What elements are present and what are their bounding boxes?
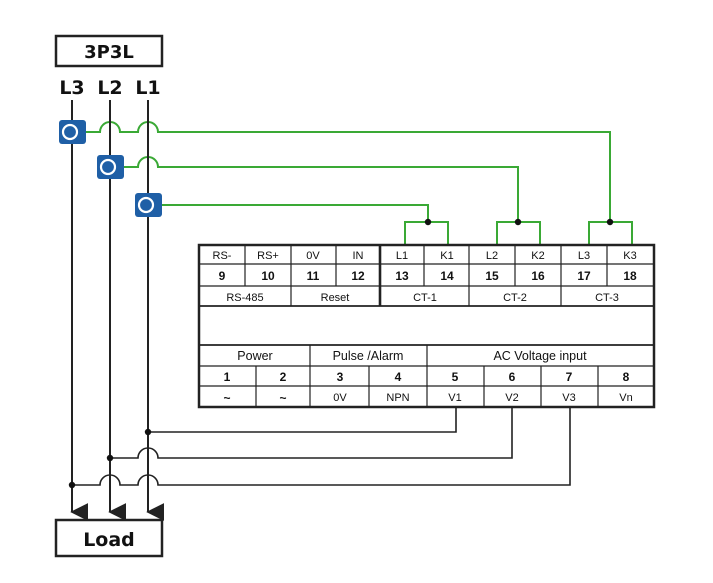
terminal-name-11: 0V <box>306 250 320 262</box>
ct-sensor-l3 <box>59 120 86 144</box>
ct-wiring <box>84 121 633 245</box>
terminal-number-7: 7 <box>566 370 573 384</box>
terminal-name-2: ~ <box>279 391 286 405</box>
terminal-number-3: 3 <box>337 370 344 384</box>
source-label: 3P3L <box>84 42 134 63</box>
group-label-ac-voltage: AC Voltage input <box>493 349 587 363</box>
load-label: Load <box>83 529 135 551</box>
terminal-name-13: L1 <box>396 250 408 262</box>
terminal-number-12: 12 <box>351 269 365 283</box>
terminal-name-8: Vn <box>619 392 632 404</box>
terminal-number-10: 10 <box>261 269 275 283</box>
group-label-ct1: CT-1 <box>413 292 437 304</box>
terminal-number-15: 15 <box>485 269 499 283</box>
group-label-ct2: CT-2 <box>503 292 527 304</box>
source-box: 3P3L <box>54 34 164 68</box>
terminal-name-1: ~ <box>223 391 230 405</box>
phase-label-l2: L2 <box>97 77 122 99</box>
terminal-number-5: 5 <box>452 370 459 384</box>
terminal-name-3: 0V <box>333 392 347 404</box>
terminal-number-16: 16 <box>531 269 545 283</box>
terminal-name-16: K2 <box>531 250 544 262</box>
terminal-block: RS- RS+ 0V IN L1 K1 L2 K2 L3 K3 9 10 11 … <box>197 243 656 409</box>
terminal-name-5: V1 <box>448 392 461 404</box>
terminal-number-13: 13 <box>395 269 409 283</box>
terminal-number-8: 8 <box>623 370 630 384</box>
terminal-name-15: L2 <box>486 250 498 262</box>
terminal-number-18: 18 <box>623 269 637 283</box>
terminal-number-17: 17 <box>577 269 591 283</box>
terminal-number-6: 6 <box>509 370 516 384</box>
terminal-name-12: IN <box>353 250 364 262</box>
terminal-name-17: L3 <box>578 250 590 262</box>
terminal-number-9: 9 <box>219 269 226 283</box>
terminal-number-11: 11 <box>307 269 320 283</box>
ct-junctions <box>424 218 614 226</box>
terminal-name-18: K3 <box>623 250 636 262</box>
group-label-ct3: CT-3 <box>595 292 619 304</box>
load-box: Load <box>54 518 164 558</box>
phase-label-l1: L1 <box>135 77 160 99</box>
phase-label-l3: L3 <box>59 77 84 99</box>
terminal-number-1: 1 <box>224 370 231 384</box>
terminal-name-7: V3 <box>562 392 575 404</box>
group-label-power: Power <box>237 349 272 363</box>
group-label-rs485: RS-485 <box>226 292 263 304</box>
voltage-junctions <box>68 428 152 489</box>
ct-sensor-l2 <box>97 155 124 179</box>
group-label-pulse-alarm: Pulse /Alarm <box>333 349 404 363</box>
terminal-name-4: NPN <box>386 392 409 404</box>
ct-sensor-l1 <box>135 193 162 217</box>
terminal-name-9: RS- <box>213 250 232 262</box>
terminal-name-10: RS+ <box>257 250 279 262</box>
group-label-reset: Reset <box>321 292 350 304</box>
terminal-number-2: 2 <box>280 370 287 384</box>
terminal-number-4: 4 <box>395 370 402 384</box>
terminal-number-14: 14 <box>440 269 454 283</box>
terminal-name-14: K1 <box>440 250 453 262</box>
voltage-wiring <box>72 407 571 486</box>
terminal-name-6: V2 <box>505 392 518 404</box>
